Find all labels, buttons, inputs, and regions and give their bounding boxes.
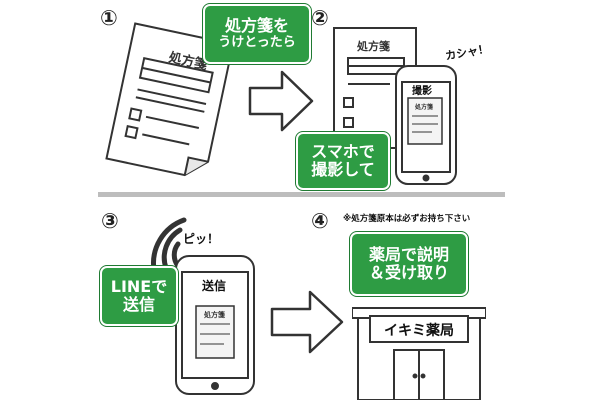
phone-home-button — [422, 174, 430, 182]
callout-send-via-line: LINEで 送信 — [100, 266, 178, 326]
send-beep-sound: ピッ！ — [183, 232, 220, 246]
step-2-number: ② — [311, 6, 329, 30]
callout-receive-line-2: うけとったら — [218, 34, 296, 50]
callout-photo-line-1: スマホで — [311, 141, 375, 161]
paper-line-1 — [137, 88, 207, 105]
store-signboard — [369, 315, 469, 343]
callout-explain-line-1: 薬局で説明 — [368, 244, 449, 264]
door-handle-right — [420, 373, 426, 379]
paper-title-2: 処方箋 — [356, 39, 390, 53]
paper-checkbox-1 — [128, 107, 143, 122]
original-prescription-note: ※処方箋原本は必ずお持ち下さい — [343, 214, 471, 224]
pharmacy-building-illustration: イキミ薬局 — [352, 307, 486, 400]
callout-explain-and-receive: 薬局で説明 ＆受け取り — [350, 232, 468, 296]
phone-screen-label-photo: 撮影 — [412, 84, 432, 97]
callout-explain-line-2: ＆受け取り — [368, 263, 449, 282]
paper-curl — [183, 156, 209, 176]
photo-step-illustration: 処方箋 撮影 処方箋 — [333, 27, 457, 185]
callout-photo-with-phone: スマホで 撮影して — [296, 132, 390, 190]
paper-line-3 — [145, 115, 200, 130]
section-divider — [98, 192, 505, 197]
callout-line-line-1: LINEで — [110, 276, 168, 296]
step-4-number: ④ — [311, 209, 329, 233]
preview-title-3: 処方箋 — [203, 310, 225, 319]
callout-receive-line-1: 処方箋を — [224, 16, 289, 36]
arrow-right-icon — [248, 70, 314, 132]
door-handle-left — [412, 373, 418, 379]
step-3-number: ③ — [101, 209, 119, 233]
pharmacy-store-name: イキミ薬局 — [384, 322, 454, 339]
callout-photo-line-2: 撮影して — [311, 160, 375, 179]
paper-line-4 — [142, 133, 190, 146]
paper-field-divider — [141, 66, 211, 84]
callout-receive-prescription: 処方箋を うけとったら — [203, 4, 311, 64]
smartphone-send-illustration: 送信 処方箋 — [175, 255, 255, 395]
paper-checkbox-3 — [343, 97, 354, 108]
screen-paper-preview — [407, 97, 443, 145]
step-1-number: ① — [100, 6, 118, 30]
paper-checkbox-4 — [343, 117, 354, 128]
paper-line-2 — [135, 96, 205, 113]
paper-checkbox-2 — [124, 125, 139, 140]
phone-screen-label-send: 送信 — [201, 278, 226, 293]
preview-title-2: 処方箋 — [414, 103, 433, 111]
callout-line-line-2: 送信 — [122, 295, 155, 314]
arrow-right-icon-2 — [270, 290, 344, 354]
phone-home-button-2 — [211, 382, 219, 390]
screen-paper-preview-2 — [195, 305, 235, 359]
